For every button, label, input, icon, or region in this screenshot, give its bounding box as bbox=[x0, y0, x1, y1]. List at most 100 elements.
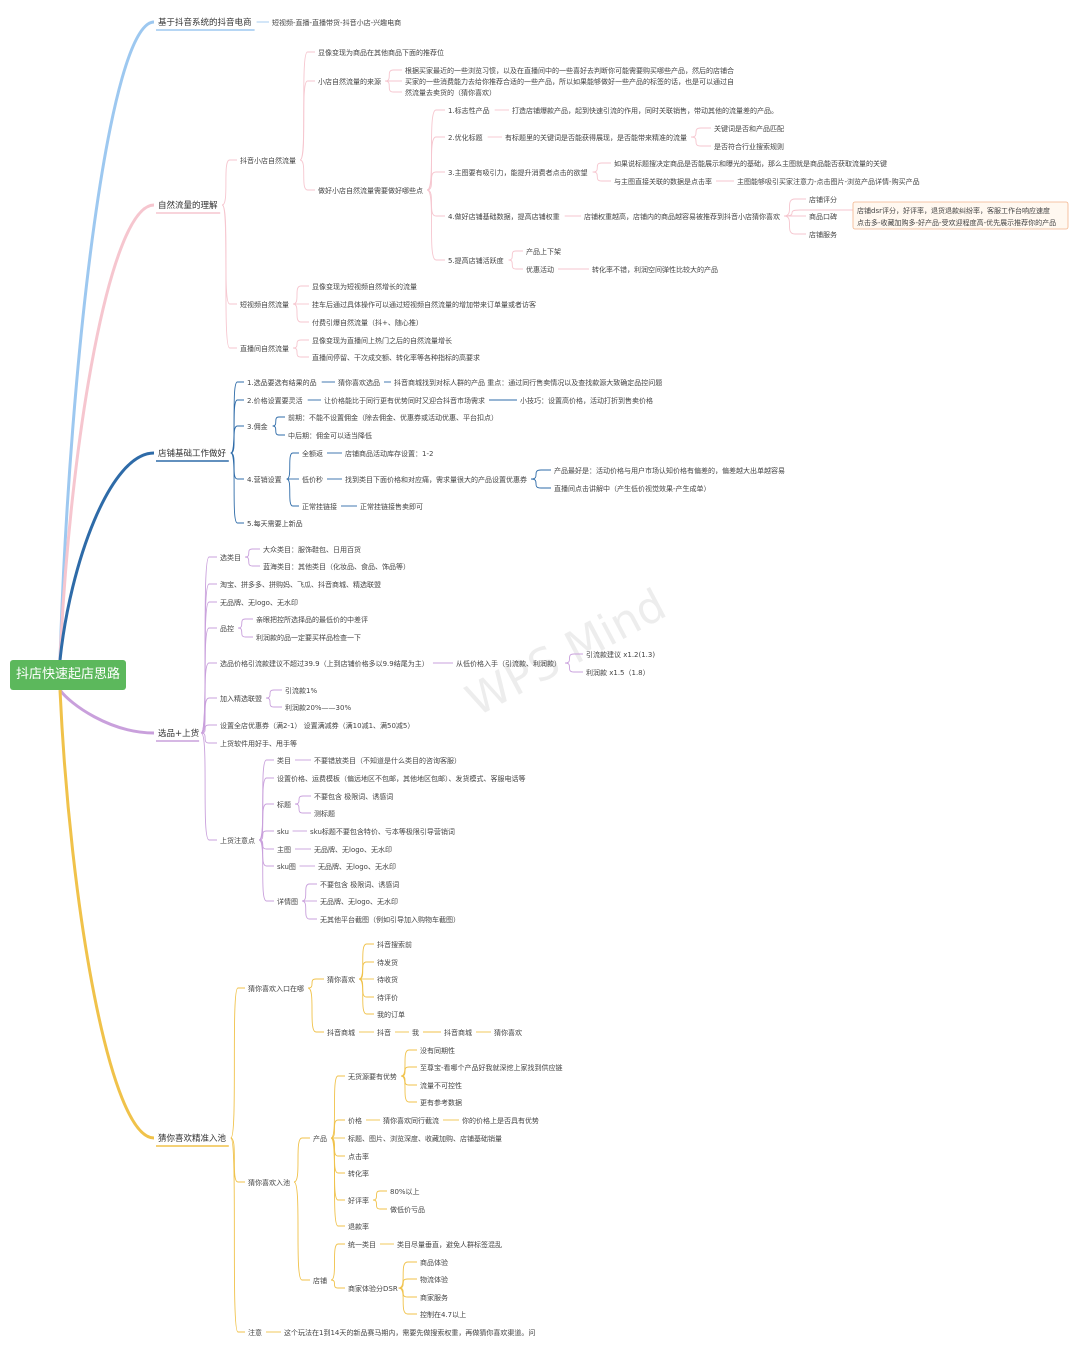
main-branch-topic[interactable]: 自然流量的理解 bbox=[158, 200, 218, 211]
sub-topic[interactable]: 抖音搜索前 bbox=[377, 940, 412, 949]
sub-topic[interactable]: 1.选品要选有结果的品 bbox=[247, 378, 317, 387]
sub-topic[interactable]: 利润款 x1.5（1.8） bbox=[586, 668, 650, 677]
sub-topic[interactable]: 蓝海类目：其他类目（化妆品、食品、饰品等） bbox=[263, 562, 410, 571]
sub-topic[interactable]: 不要错放类目（不知道是什么类目的咨询客服） bbox=[314, 756, 461, 765]
sub-topic[interactable]: 设置全店优惠券（满2-1） 设置满减券（满10减1、满50减5） bbox=[220, 721, 414, 730]
sub-topic[interactable]: 优惠活动 bbox=[526, 265, 554, 274]
main-branch-topic[interactable]: 选品+上货 bbox=[158, 728, 200, 739]
sub-topic[interactable]: 引流款1% bbox=[285, 686, 317, 695]
sub-topic[interactable]: 控制在4.7以上 bbox=[420, 1310, 466, 1319]
sub-topic[interactable]: 前期：不能不设置佣金（除去佣金、优惠券或活动优惠、平台扣点） bbox=[288, 413, 498, 422]
sub-topic[interactable]: 商品体验 bbox=[420, 1258, 448, 1267]
sub-topic[interactable]: 如果说标题搜决定商品是否能展示和曝光的基础，那么主图就是商品能否获取流量的关键 bbox=[614, 159, 887, 168]
sub-topic[interactable]: 1.标志性产品 bbox=[448, 106, 490, 115]
sub-topic[interactable]: 待发货 bbox=[377, 958, 398, 967]
sub-topic[interactable]: 找到类目下面价格和对应痛，需求量很大的产品设置优惠券 bbox=[345, 475, 527, 484]
sub-topic[interactable]: 更有参考数据 bbox=[420, 1098, 462, 1107]
sub-topic[interactable]: 显像变现为直播间上热门之后的自然流量增长 bbox=[312, 336, 452, 345]
sub-topic[interactable]: 类目尽量垂直，避免人群标签混乱 bbox=[397, 1240, 502, 1249]
sub-topic[interactable]: 上货软件用好手、甩手等 bbox=[220, 739, 297, 748]
main-branch-topic[interactable]: 基于抖音系统的抖音电商 bbox=[158, 17, 252, 28]
sub-topic[interactable]: 利润款20%——30% bbox=[285, 703, 351, 712]
sub-topic[interactable]: 引流款建议 x1.2(1.3) bbox=[586, 650, 655, 659]
sub-topic[interactable]: 是否符合行业搜索规则 bbox=[714, 142, 784, 151]
sub-topic[interactable]: 做好小店自然流量需要做好哪些点 bbox=[318, 186, 423, 195]
sub-topic[interactable]: 4.做好店铺基础数据，提高店铺权重 bbox=[448, 212, 560, 221]
sub-topic[interactable]: 买家的一些消费能力去给你推荐合适的一些产品，所以如果能够做好一些产品的标签的话，… bbox=[405, 77, 734, 86]
sub-topic[interactable]: 待评价 bbox=[377, 993, 398, 1002]
sub-topic[interactable]: 低价秒 bbox=[302, 475, 323, 484]
sub-topic[interactable]: 测标题 bbox=[314, 809, 335, 818]
sub-topic[interactable]: 物流体验 bbox=[420, 1275, 448, 1284]
sub-topic[interactable]: 正常挂链接售卖即可 bbox=[360, 502, 423, 511]
sub-topic[interactable]: 无品牌、无logo、无水印 bbox=[220, 598, 298, 607]
sub-topic[interactable]: 不要包含 极限词、诱感词 bbox=[320, 880, 399, 889]
sub-topic[interactable]: 小店自然流量的来源 bbox=[318, 77, 381, 86]
sub-topic[interactable]: 店铺服务 bbox=[809, 230, 837, 239]
sub-topic[interactable]: 产品最好是：活动价格与用户市场认知价格有偏差的，偏差越大出单越容易 bbox=[554, 466, 785, 475]
sub-topic[interactable]: 猜你喜欢选品 bbox=[338, 378, 380, 387]
sub-topic[interactable]: 选品价格引流款建议不超过39.9（上到店铺价格多以9.9结尾为主） bbox=[220, 659, 429, 668]
sub-topic[interactable]: 付费引爆自然流量（抖+、随心推） bbox=[312, 318, 423, 327]
sub-topic[interactable]: 无其他平台截图（例如引导加入购物车截图） bbox=[320, 915, 460, 924]
sub-topic[interactable]: 全额返 bbox=[302, 449, 323, 458]
sub-topic[interactable]: 店铺dsr评分，好评率，退货退款纠纷率，客服工作台响应速度 bbox=[857, 206, 1050, 215]
sub-topic[interactable]: 无货源要有优势 bbox=[348, 1072, 397, 1081]
sub-topic[interactable]: 大众类目：服饰鞋包、日用百货 bbox=[263, 545, 361, 554]
root-topic[interactable]: 抖店快速起店思路 bbox=[10, 660, 126, 690]
sub-topic[interactable]: 价格 bbox=[348, 1116, 362, 1125]
main-branch-topic[interactable]: 猜你喜欢精准入池 bbox=[158, 1133, 227, 1144]
sub-topic[interactable]: 挂车后通过具体操作可以通过短视频自然流量的增加带来订单量或者访客 bbox=[312, 300, 536, 309]
sub-topic[interactable]: 商家体验分DSR bbox=[348, 1284, 398, 1293]
sub-topic[interactable]: 你的价格上是否具有优势 bbox=[462, 1116, 539, 1125]
sub-topic[interactable]: 选类目 bbox=[220, 553, 241, 562]
sub-topic[interactable]: 抖音商城 bbox=[444, 1028, 472, 1037]
sub-topic[interactable]: 退款率 bbox=[348, 1222, 369, 1231]
sub-topic[interactable]: 我 bbox=[412, 1028, 419, 1037]
sub-topic[interactable]: 然流量去卖货的（猜你喜欢） bbox=[405, 88, 496, 97]
sub-topic[interactable]: 正常挂链接 bbox=[302, 502, 337, 511]
sub-topic[interactable]: 关键词是否和产品匹配 bbox=[714, 124, 784, 133]
sub-topic[interactable]: 3.主图要有吸引力，能提升消费者点击的欲望 bbox=[448, 168, 588, 177]
sub-topic[interactable]: 80%以上 bbox=[390, 1187, 420, 1196]
sub-topic[interactable]: 2.优化标题 bbox=[448, 133, 483, 142]
sub-topic[interactable]: 3.佣金 bbox=[247, 422, 268, 431]
sub-topic[interactable]: 标题 bbox=[277, 800, 291, 809]
sub-topic[interactable]: 至尊宝-看哪个产品好我就深挖上家找到供应链 bbox=[420, 1063, 563, 1072]
sub-topic[interactable]: 4.营销设置 bbox=[247, 475, 282, 484]
sub-topic[interactable]: 显像变现为短视频自然增长的流量 bbox=[312, 282, 417, 291]
sub-topic[interactable]: 不要包含 极限词、诱感词 bbox=[314, 792, 393, 801]
sub-topic[interactable]: 店铺评分 bbox=[809, 195, 837, 204]
sub-topic[interactable]: sku图 bbox=[277, 863, 296, 871]
sub-topic[interactable]: 淘宝、拼多多、拼购妈、飞瓜、抖音商城、精选联盟 bbox=[220, 580, 381, 589]
main-branch-topic[interactable]: 店铺基础工作做好 bbox=[158, 448, 227, 459]
sub-topic[interactable]: 5.每天需要上新品 bbox=[247, 519, 303, 528]
sub-topic[interactable]: 抖音 bbox=[377, 1028, 391, 1037]
sub-topic[interactable]: 抖音商城找到对标人群的产品 重点：通过同行售卖情况以及查找款源大致确定品控问题 bbox=[394, 378, 662, 387]
sub-topic[interactable]: 亲眼把控所选择品的最低价的中差评 bbox=[256, 615, 368, 624]
sub-topic[interactable]: 商家服务 bbox=[420, 1293, 448, 1302]
sub-topic[interactable]: 商品口碑 bbox=[809, 212, 837, 221]
sub-topic[interactable]: 店铺权重越高，店铺内的商品越容易被推荐到抖音小店猜你喜欢 bbox=[584, 212, 780, 221]
sub-topic[interactable]: 短视频-直播-直播带货-抖音小店-兴趣电商 bbox=[272, 18, 401, 27]
sub-topic[interactable]: 流量不可控性 bbox=[420, 1081, 462, 1090]
sub-topic[interactable]: 2.价格设置要灵活 bbox=[247, 396, 303, 405]
sub-topic[interactable]: 店铺 bbox=[313, 1276, 327, 1285]
sub-topic[interactable]: 猜你喜欢入池 bbox=[248, 1178, 290, 1187]
sub-topic[interactable]: 猜你喜欢 bbox=[327, 975, 355, 984]
sub-topic[interactable]: 详情图 bbox=[277, 897, 298, 906]
sub-topic[interactable]: 根据买家最近的一些浏览习惯，以及在直播间中的一些喜好去判断你可能需要购买哪些产品… bbox=[405, 66, 734, 75]
sub-topic[interactable]: 没有同期性 bbox=[420, 1046, 455, 1055]
sub-topic[interactable]: 加入精选联盟 bbox=[220, 694, 262, 703]
sub-topic[interactable]: 短视频自然流量 bbox=[240, 300, 289, 309]
sub-topic[interactable]: 这个玩法在1到14天的新品赛马期内，需要先做搜索权重，再做猜你喜欢渠道。问 bbox=[284, 1328, 535, 1337]
sub-topic[interactable]: 直播间停留、干次成交额、转化率等各种指标的高要求 bbox=[312, 353, 480, 362]
sub-topic[interactable]: 直播间自然流量 bbox=[240, 344, 289, 353]
sub-topic[interactable]: 猜你喜欢 bbox=[494, 1028, 522, 1037]
sub-topic[interactable]: 店铺商品活动库存设置：1-2 bbox=[345, 449, 433, 458]
sub-topic[interactable]: 无品牌、无logo、无水印 bbox=[320, 897, 398, 906]
sub-topic[interactable]: 利润款的品一定要买样品检查一下 bbox=[256, 633, 361, 642]
sub-topic[interactable]: 我的订单 bbox=[377, 1010, 405, 1019]
sub-topic[interactable]: 从低价格入手（引流款、利润款） bbox=[456, 659, 561, 668]
sub-topic[interactable]: 猜你喜欢同行截流 bbox=[383, 1116, 439, 1125]
